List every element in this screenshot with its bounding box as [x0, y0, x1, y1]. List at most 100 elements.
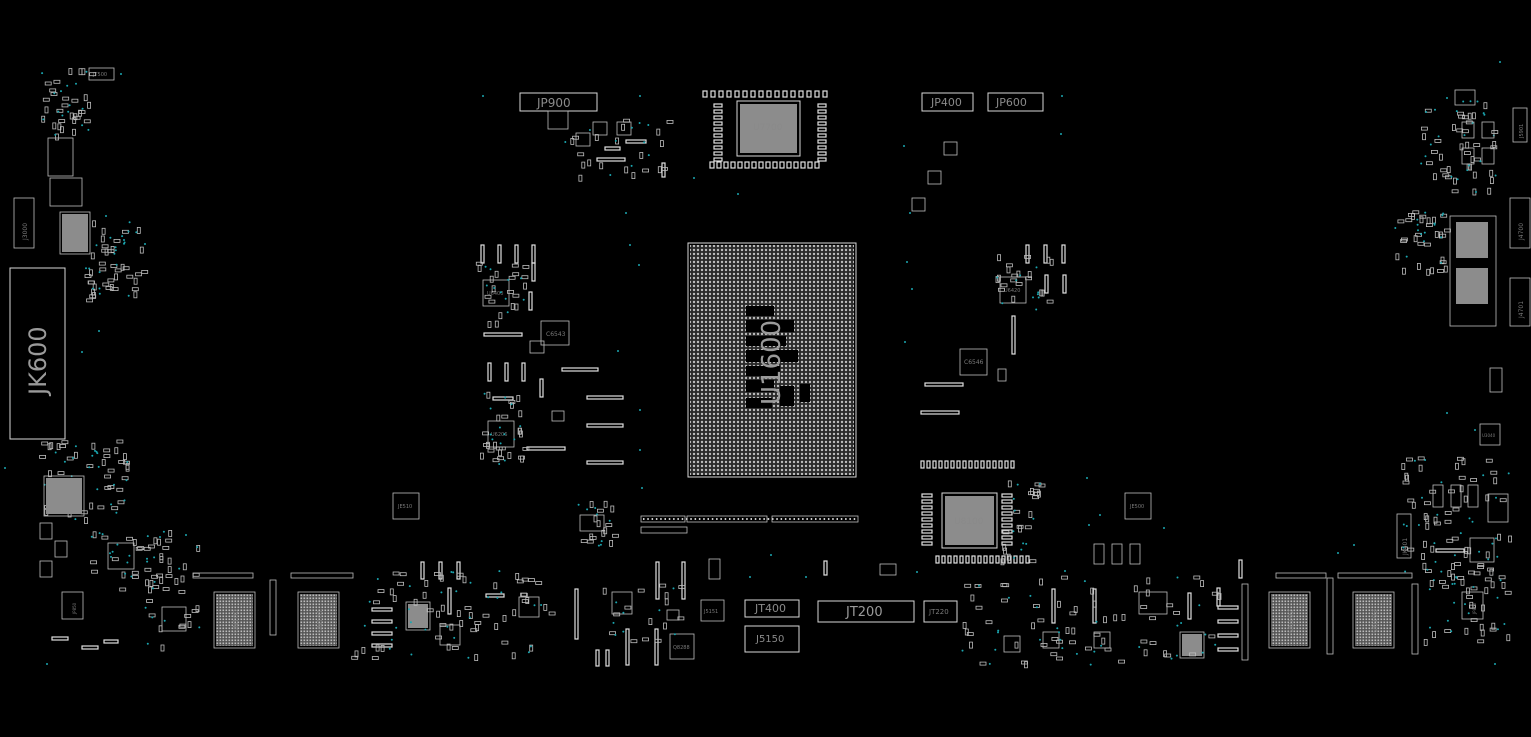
- smd-part: [782, 90, 788, 98]
- smd-part: [1464, 627, 1469, 635]
- smd-part: [159, 577, 164, 584]
- via: [110, 503, 113, 506]
- smd-part: [587, 159, 592, 167]
- smd-part: [456, 561, 461, 580]
- smd-part: [1043, 244, 1048, 264]
- connector-j4701[interactable]: J4701: [1509, 277, 1531, 327]
- smd-part: [962, 460, 967, 469]
- smd-part: [1429, 580, 1434, 587]
- via: [1015, 279, 1018, 282]
- smd-part: [817, 115, 827, 120]
- smd-part: [451, 646, 459, 650]
- smd-part: [520, 592, 528, 597]
- via: [1180, 622, 1183, 624]
- component-jp860[interactable]: JP860: [1461, 591, 1484, 620]
- connector-jk600[interactable]: JK600: [9, 267, 66, 440]
- un103-label: UN103: [1371, 609, 1379, 633]
- smd-part: [1006, 553, 1011, 561]
- component-q8288[interactable]: Q8288: [669, 633, 695, 660]
- smd-part: [941, 555, 946, 564]
- via: [1433, 222, 1436, 225]
- smd-part: [814, 90, 820, 98]
- smd-part: [1033, 488, 1040, 493]
- connector-strip: [1337, 572, 1413, 579]
- smd-part: [1044, 274, 1049, 294]
- smd-part: [921, 493, 933, 498]
- chip-u7700[interactable]: U7700: [736, 100, 801, 157]
- via: [638, 122, 641, 124]
- header-jp600[interactable]: JP600: [987, 92, 1044, 112]
- smd-part: [56, 108, 64, 113]
- inductor-un101[interactable]: UN101: [297, 591, 340, 649]
- smd-part: [1149, 616, 1156, 621]
- via: [493, 287, 496, 289]
- smd-part: [440, 604, 445, 612]
- connector-j4700[interactable]: J4700: [1509, 197, 1531, 249]
- smd-part: [601, 529, 606, 537]
- header-jp400[interactable]: JP400: [921, 92, 974, 112]
- component-c6546[interactable]: C6546: [959, 348, 988, 376]
- smd-part: [439, 574, 444, 582]
- cpu-u1600[interactable]: U1600: [687, 242, 857, 478]
- smd-part: [707, 518, 709, 520]
- inductor-un100[interactable]: UN100: [213, 591, 256, 649]
- component-je510[interactable]: JE510: [392, 492, 420, 520]
- chip-u8100[interactable]: U8100: [941, 492, 998, 549]
- connector-j5150[interactable]: J5150: [744, 625, 800, 653]
- via: [1425, 111, 1427, 113]
- smd-part: [1031, 622, 1035, 630]
- component-c6543[interactable]: C6543: [540, 320, 570, 346]
- via: [630, 164, 633, 167]
- smd-part: [817, 139, 827, 144]
- smd-part: [1028, 491, 1035, 496]
- smd-part: [1423, 513, 1428, 520]
- via: [625, 212, 627, 214]
- via: [1468, 164, 1470, 167]
- component-je500[interactable]: JE500: [1124, 492, 1152, 520]
- smd-part: [935, 555, 940, 564]
- j3000-label: J3000: [22, 223, 29, 241]
- inductor-un102[interactable]: UN102: [1268, 591, 1311, 649]
- smd-part: [974, 584, 982, 588]
- via: [1455, 110, 1458, 113]
- smd-part: [655, 561, 660, 600]
- smd-part: [1487, 567, 1494, 572]
- via: [903, 145, 905, 147]
- connector-jt200[interactable]: JT200: [817, 600, 915, 623]
- smd-part: [594, 134, 599, 141]
- smd-part: [1395, 253, 1400, 261]
- smd-part: [165, 574, 173, 578]
- smd-part: [1002, 530, 1010, 535]
- smd-part: [109, 283, 114, 291]
- component-u3040[interactable]: U3040: [1479, 423, 1501, 446]
- via: [597, 544, 600, 547]
- smd-part: [718, 90, 724, 98]
- component-jt500[interactable]: JT500: [88, 67, 115, 81]
- smd-part: [526, 446, 566, 451]
- inductor-un103[interactable]: UN103: [1352, 591, 1395, 649]
- smd-part: [1457, 456, 1464, 461]
- smd-part: [737, 161, 743, 169]
- via: [127, 230, 130, 233]
- connector-jt400[interactable]: JT400: [744, 599, 800, 618]
- smd-part: [1001, 499, 1013, 504]
- smd-part: [1071, 627, 1076, 635]
- smd-part: [702, 90, 708, 98]
- connector-strip: [290, 572, 354, 579]
- via: [1478, 550, 1481, 553]
- smd-part: [623, 118, 630, 123]
- connector-jt220[interactable]: JT220: [923, 600, 958, 623]
- smd-part: [970, 594, 975, 602]
- component-j5151[interactable]: J5151: [700, 599, 725, 622]
- chip: [1179, 631, 1205, 659]
- via: [98, 532, 101, 535]
- smd-part: [1140, 605, 1148, 609]
- component-j3000[interactable]: J3000: [13, 197, 35, 249]
- connector-j5901[interactable]: J5901: [1512, 107, 1528, 143]
- component-jp850[interactable]: JP850: [61, 591, 84, 620]
- smd-part: [654, 638, 662, 643]
- smd-part: [133, 291, 138, 299]
- via: [123, 499, 126, 502]
- via: [395, 626, 398, 629]
